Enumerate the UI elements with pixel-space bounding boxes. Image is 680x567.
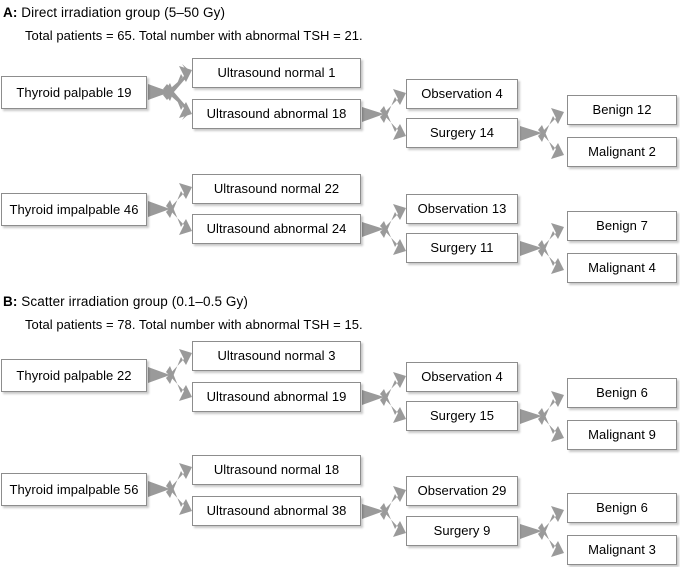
node-thyroid-palpable-a1[interactable]: Thyroid palpable 19 <box>1 76 147 109</box>
arrow-branch-up-10 <box>166 463 192 498</box>
node-surgery-a1[interactable]: Surgery 14 <box>406 118 518 148</box>
arrow-branch-down-2 <box>380 106 406 140</box>
arrow-split-left-7 <box>148 367 170 383</box>
node-benign-a2[interactable]: Benign 7 <box>567 211 677 241</box>
node-observation-b2[interactable]: Observation 29 <box>406 476 518 506</box>
node-ultrasound-abnormal-a1[interactable]: Ultrasound abnormal 18 <box>192 99 361 129</box>
node-ultrasound-normal-b2[interactable]: Ultrasound normal 18 <box>192 455 361 485</box>
arrow-branch-up-7 <box>166 349 192 384</box>
arrow-branch-up <box>166 66 192 101</box>
arrow-split-left-2 <box>362 107 384 122</box>
arrow-branch-up-3 <box>538 108 564 142</box>
arrow-branch-down-12 <box>538 523 564 557</box>
node-surgery-b2[interactable]: Surgery 9 <box>406 516 518 546</box>
node-benign-a1[interactable]: Benign 12 <box>567 95 677 125</box>
arrow-branch-up-12 <box>538 506 564 540</box>
arrow-root-to-ultrasound <box>148 85 172 99</box>
node-ultrasound-abnormal-b1[interactable]: Ultrasound abnormal 19 <box>192 382 361 412</box>
section-a-letter: A: <box>3 5 18 20</box>
node-malignant-a2[interactable]: Malignant 4 <box>567 253 677 283</box>
arrow-branch-up-4 <box>166 183 192 218</box>
arrow-split-left-12 <box>520 524 542 539</box>
arrow-split-left-3 <box>520 126 542 141</box>
node-surgery-b1[interactable]: Surgery 15 <box>406 401 518 431</box>
section-b-title: B: Scatter irradiation group (0.1–0.5 Gy… <box>3 294 248 310</box>
node-thyroid-impalpable-b2[interactable]: Thyroid impalpable 56 <box>1 473 147 506</box>
arrow-branch-up-5 <box>380 204 406 238</box>
node-ultrasound-normal-a1[interactable]: Ultrasound normal 1 <box>192 58 361 88</box>
node-observation-a1[interactable]: Observation 4 <box>406 79 518 109</box>
node-malignant-a1[interactable]: Malignant 2 <box>567 137 677 167</box>
section-b-subtitle: Total patients = 78. Total number with a… <box>25 317 363 332</box>
arrow-split-left <box>148 84 170 100</box>
arrow-branch-down-5 <box>380 221 406 255</box>
section-a-title-text: Direct irradiation group (5–50 Gy) <box>17 5 226 20</box>
arrow-branch-down-7 <box>166 366 192 401</box>
arrow-split-left-4 <box>148 201 170 217</box>
arrow-branch-up-9 <box>538 391 564 425</box>
arrow-split-left-9 <box>520 409 542 424</box>
arrow-split-left-6 <box>520 241 542 256</box>
node-malignant-b2[interactable]: Malignant 3 <box>567 535 677 565</box>
node-observation-b1[interactable]: Observation 4 <box>406 362 518 392</box>
node-benign-b1[interactable]: Benign 6 <box>567 378 677 408</box>
arrow-branch-up-8 <box>380 372 406 406</box>
arrow-split-left-8 <box>362 390 384 405</box>
node-thyroid-impalpable-a2[interactable]: Thyroid impalpable 46 <box>1 193 147 226</box>
arrow-to-abnormal <box>163 84 190 120</box>
node-observation-a2[interactable]: Observation 13 <box>406 194 518 224</box>
arrow-split-left-5 <box>362 222 384 237</box>
node-ultrasound-abnormal-b2[interactable]: Ultrasound abnormal 38 <box>192 496 361 526</box>
node-benign-b2[interactable]: Benign 6 <box>567 493 677 523</box>
arrow-branch-up-2 <box>380 89 406 123</box>
arrow-branch-down <box>166 83 192 118</box>
arrow-branch-down-3 <box>538 125 564 159</box>
section-a-title: A: Direct irradiation group (5–50 Gy) <box>3 5 225 21</box>
arrow-branch-down-10 <box>166 480 192 515</box>
arrow-branch-up-11 <box>380 486 406 520</box>
section-a-subtitle: Total patients = 65. Total number with a… <box>25 28 363 43</box>
arrow-branch-down-11 <box>380 503 406 537</box>
arrow-branch-down-6 <box>538 240 564 274</box>
node-thyroid-palpable-b1[interactable]: Thyroid palpable 22 <box>1 359 147 392</box>
arrow-branch-down-8 <box>380 389 406 423</box>
node-surgery-a2[interactable]: Surgery 11 <box>406 233 518 263</box>
node-malignant-b1[interactable]: Malignant 9 <box>567 420 677 450</box>
arrow-branch-up-6 <box>538 223 564 257</box>
section-b-letter: B: <box>3 294 18 309</box>
arrow-split-left-10 <box>148 481 170 497</box>
node-ultrasound-abnormal-a2[interactable]: Ultrasound abnormal 24 <box>192 214 361 244</box>
arrow-branch-down-9 <box>538 408 564 442</box>
section-b-title-text: Scatter irradiation group (0.1–0.5 Gy) <box>17 294 248 309</box>
arrow-to-normal <box>163 64 190 100</box>
arrow-branch-down-4 <box>166 200 192 235</box>
arrow-split-left-11 <box>362 504 384 519</box>
node-ultrasound-normal-a2[interactable]: Ultrasound normal 22 <box>192 174 361 204</box>
node-ultrasound-normal-b1[interactable]: Ultrasound normal 3 <box>192 341 361 371</box>
